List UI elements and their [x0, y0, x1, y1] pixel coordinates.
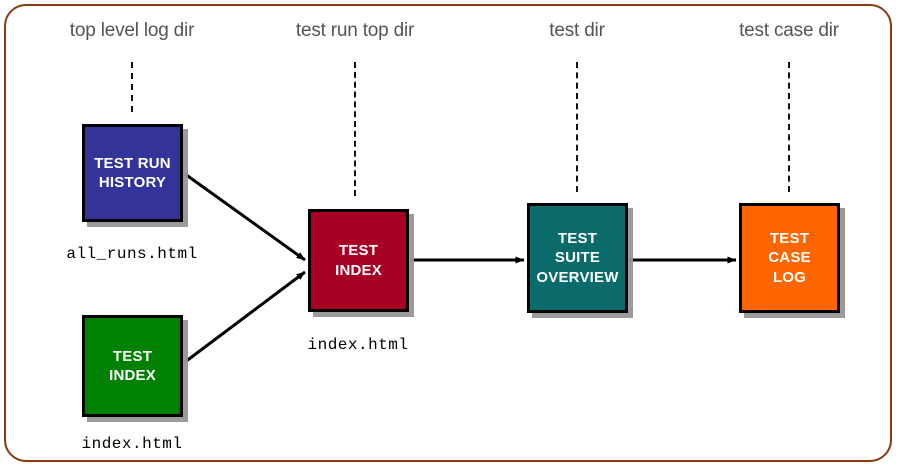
- node-label-line: INDEX: [109, 367, 156, 384]
- dashed-guide-test-case-dir: [788, 62, 790, 192]
- caption-index-html-green: index.html: [81, 435, 183, 453]
- node-label-line: LOG: [772, 268, 807, 286]
- node-test-suite-overview[interactable]: TEST SUITE OVERVIEW: [527, 203, 628, 313]
- column-heading-test-run-top-dir: test run top dir: [295, 20, 415, 41]
- node-label-line: TEST: [557, 230, 598, 248]
- column-heading-test-dir: test dir: [549, 20, 605, 41]
- node-label-line: TEST: [112, 347, 153, 365]
- node-label-line: TEST: [769, 230, 810, 248]
- node-test-index-green[interactable]: TEST INDEX: [82, 315, 183, 417]
- dashed-guide-test-dir: [576, 62, 578, 192]
- caption-all-runs-html: all_runs.html: [66, 245, 198, 263]
- node-label-line: TEST RUN: [94, 154, 171, 172]
- dashed-guide-test-run-top-dir: [354, 62, 356, 196]
- node-label-line: SUITE: [554, 249, 601, 267]
- dashed-guide-top-level-log-dir: [131, 62, 133, 112]
- node-label-line: INDEX: [335, 261, 382, 279]
- node-label-line: OVERVIEW: [536, 268, 619, 286]
- column-heading-top-level-log-dir: top level log dir: [69, 20, 195, 41]
- edge-history-to-index: [184, 172, 306, 262]
- node-label-line: HISTORY: [98, 174, 167, 191]
- caption-index-html-red: index.html: [307, 336, 409, 354]
- node-label-line: TEST: [338, 242, 379, 260]
- column-heading-test-case-dir: test case dir: [739, 20, 839, 41]
- node-label-line: CASE: [768, 249, 811, 267]
- node-test-case-log[interactable]: TEST CASE LOG: [739, 203, 840, 313]
- node-test-index-red[interactable]: TEST INDEX: [308, 209, 409, 312]
- node-test-run-history[interactable]: TEST RUN HISTORY: [82, 124, 183, 222]
- edge-green-index-to-red-index: [184, 270, 306, 364]
